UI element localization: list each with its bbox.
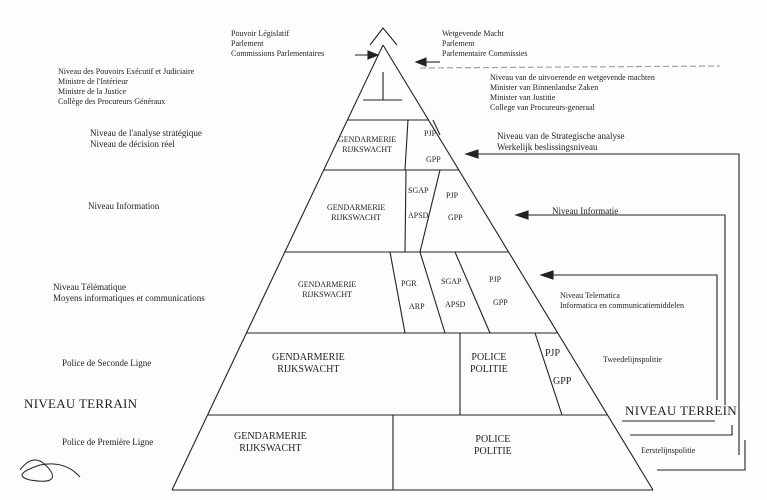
second-line-nl: Tweedelijnspolitie: [603, 355, 662, 364]
pjp-label: PJP: [489, 275, 502, 284]
gendarmerie-strategic: GENDARMERIE RIJKSWACHT: [338, 135, 396, 155]
arp-label: ARP: [409, 302, 425, 311]
executive-fr: Niveau des Pouvoirs Exécutif et Judiciai…: [58, 67, 194, 107]
first-line-nl: Eerstelijnspolitie: [641, 446, 696, 455]
text-line: RIJKSWACHT: [342, 145, 392, 154]
text-line: Niveau de décision réel: [90, 139, 175, 149]
text-line: Wetgevende Macht: [442, 29, 504, 38]
legislative-fr: Pouvoir Législatif Parlement Commissions…: [231, 29, 324, 59]
police-second-line: POLICE POLITIE: [470, 352, 508, 376]
gendarmerie-telematic: GENDARMERIE RIJKSWACHT: [298, 280, 356, 300]
gpp-label: GPP: [448, 213, 463, 222]
text-line: RIJKSWACHT: [331, 213, 381, 222]
telematic-fr: Niveau Télématique Moyens informatiques …: [53, 282, 205, 304]
text-line: RIJKSWACHT: [302, 290, 352, 299]
text-line: Niveau van de uitvoerende en wetgevende …: [490, 73, 655, 82]
text-line: Commissions Parlementaires: [231, 49, 325, 58]
pjp-label: PJP: [446, 191, 459, 200]
signature-scribble: [19, 459, 81, 482]
gpp-label: GPP: [553, 376, 572, 387]
text-line: Niveau de l'analyse stratégique: [90, 128, 202, 138]
text-line: Ministre de l'Intérieur: [58, 77, 128, 86]
text-line: Niveau des Pouvoirs Exécutif et Judiciai…: [58, 67, 195, 76]
information-fr: Niveau Information: [88, 201, 160, 211]
apsd-label: APSD: [408, 211, 429, 220]
first-line-fr: Police de Première Ligne: [62, 437, 154, 447]
text-line: GENDARMERIE: [234, 431, 307, 442]
gendarmerie-second-line: GENDARMERIE RIJKSWACHT: [272, 352, 345, 376]
text-line: Informatica en communicatiemiddelen: [560, 301, 684, 310]
terrain-nl: NIVEAU TERREIN: [625, 403, 737, 418]
terrain-fr: NIVEAU TERRAIN: [24, 396, 138, 411]
pjp-label: PJP: [545, 348, 561, 359]
text-line: POLICE: [475, 434, 511, 445]
gpp-label: GPP: [493, 298, 508, 307]
pyramid-right-edge: [382, 44, 654, 491]
executive-nl: Niveau van de uitvoerende en wetgevende …: [490, 73, 655, 113]
information-nl: Niveau Informatie: [552, 206, 619, 216]
text-line: Niveau van de Strategische analyse: [497, 131, 625, 141]
police-first-line: POLICE POLITIE: [474, 434, 512, 458]
text-line: POLITIE: [474, 446, 512, 457]
text-line: Parlement: [231, 39, 264, 48]
text-line: Parlementaire Commissies: [442, 49, 528, 58]
text-line: GENDARMERIE: [338, 135, 397, 144]
text-line: POLITIE: [470, 364, 508, 375]
text-line: Pouvoir Législatif: [231, 29, 289, 38]
text-line: GENDARMERIE: [272, 352, 345, 363]
text-line: Parlement: [442, 39, 475, 48]
telematic-nl: Niveau Telematica Informatica en communi…: [560, 291, 684, 311]
sgap-label: SGAP: [408, 186, 429, 195]
text-line: Niveau Télématique: [53, 282, 127, 292]
text-line: Collège des Procureurs Généraux: [58, 97, 166, 106]
second-line-fr: Police de Seconde Ligne: [62, 358, 152, 368]
text-line: RIJKSWACHT: [277, 364, 340, 375]
text-line: Minister van Binnenlandse Zaken: [490, 83, 599, 92]
text-line: RIJKSWACHT: [239, 443, 302, 454]
legislative-nl: Wetgevende Macht Parlement Parlementaire…: [442, 29, 528, 59]
pyramid-left-edge: [171, 44, 384, 491]
strategic-nl: Niveau van de Strategische analyse Werke…: [497, 131, 624, 153]
apex-caret: [369, 27, 398, 46]
apsd-label: APSD: [445, 300, 466, 309]
text-line: Moyens informatiques et communications: [53, 293, 205, 303]
gpp-label: GPP: [426, 155, 441, 164]
text-line: College van Procureurs-generaal: [490, 103, 595, 112]
text-line: GENDARMERIE: [327, 203, 386, 212]
text-line: Ministre de la Justice: [58, 87, 127, 96]
pjp-label: PJP: [424, 129, 437, 138]
sgap-label: SGAP: [441, 277, 462, 286]
text-line: Werkelijk beslissingsniveau: [497, 142, 598, 152]
text-line: GENDARMERIE: [298, 280, 357, 289]
text-line: Niveau Telematica: [560, 291, 620, 300]
text-line: Minister van Justitie: [490, 93, 556, 102]
gendarmerie-information: GENDARMERIE RIJKSWACHT: [327, 203, 385, 223]
gendarmerie-first-line: GENDARMERIE RIJKSWACHT: [234, 431, 307, 455]
strategic-fr: Niveau de l'analyse stratégique Niveau d…: [90, 128, 202, 150]
text-line: POLICE: [471, 352, 507, 363]
pgr-label: PGR: [401, 279, 417, 288]
